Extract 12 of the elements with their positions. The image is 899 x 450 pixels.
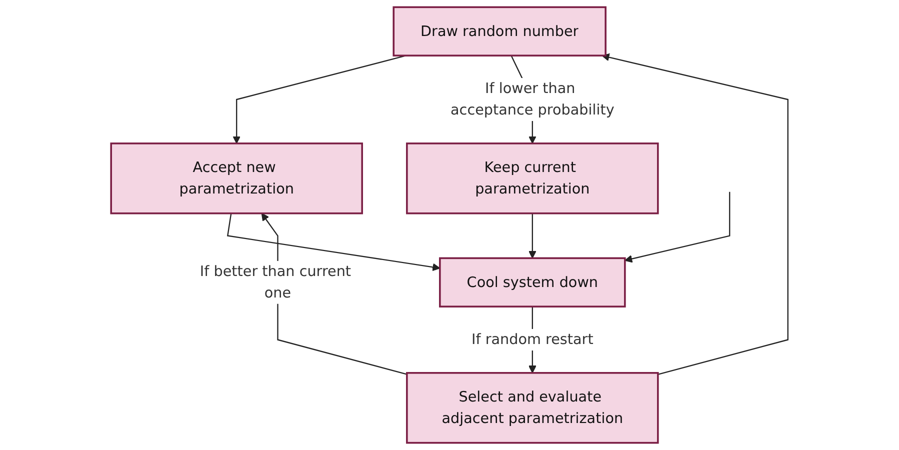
arrow	[528, 213, 536, 259]
arrow	[624, 192, 730, 263]
node-box: Accept new parametrization	[110, 142, 363, 214]
edge-label: If random restart	[471, 330, 594, 348]
node-box: Draw random number	[392, 6, 606, 56]
node-box: Cool system down	[439, 257, 626, 308]
arrow	[602, 53, 788, 375]
arrow	[226, 213, 440, 272]
edge-label: If better than current one	[200, 262, 352, 302]
node-box: Keep current parametrization	[406, 142, 659, 214]
edge-label: If lower than acceptance probability	[450, 80, 614, 118]
node-box: Select and evaluate adjacent parametrization	[406, 372, 659, 444]
